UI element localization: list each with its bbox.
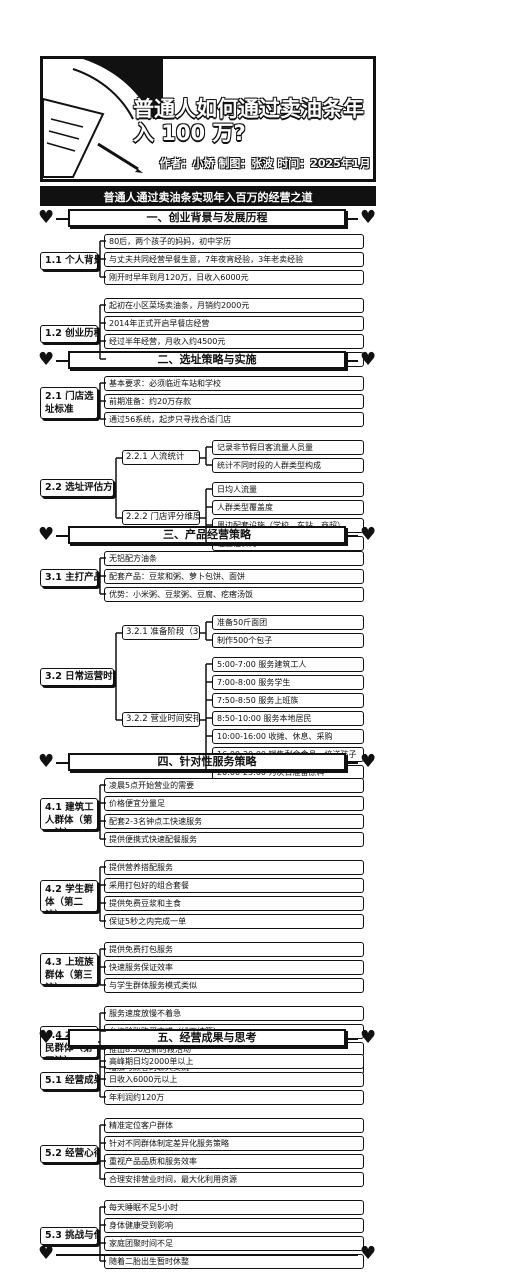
branch-node: 2.2 选址评估方法 — [40, 479, 114, 497]
branch-node: 5.2 经营心得 — [40, 1145, 98, 1163]
branch-node: 1.2 创业历程 — [40, 325, 98, 343]
leaf-item: 制作500个包子 — [212, 633, 364, 648]
subtitle-text: 普通人通过卖油条实现年入百万的经营之道 — [103, 191, 313, 204]
heart-icon: ♥ — [38, 349, 55, 370]
leaf-item: 无铝配方油条 — [104, 551, 364, 566]
footer-divider — [56, 1254, 358, 1256]
branch-node: 3.2 日常运营时间表 — [40, 667, 114, 686]
subtitle-banner: 普通人通过卖油条实现年入百万的经营之道 — [40, 186, 376, 206]
header-panel: 普通人如何通过卖油条年入 100 万? 作者：小娇 制图：张波 时间：2025年… — [40, 56, 376, 182]
leaf-item: 配套产品：豆浆和粥、萝卜包饼、面饼 — [104, 569, 364, 584]
heart-icon: ♥ — [360, 349, 377, 370]
leaf-item: 提供免费豆浆和主食 — [104, 896, 364, 911]
sub-branch-node: 2.2.2 门店评分维度 — [122, 510, 200, 525]
section-title: 五、经营成果与思考 — [68, 1029, 346, 1047]
leaf-item: 每天睡眠不足5小时 — [104, 1200, 364, 1215]
leaf-item: 高峰期日均2000单以上 — [104, 1054, 364, 1069]
heart-icon: ♥ — [38, 751, 55, 772]
leaf-item: 起初在小区菜场卖油条，月销约2000元 — [104, 298, 364, 313]
heart-icon: ♥ — [38, 207, 55, 228]
heart-icon: ♥ — [360, 1027, 377, 1048]
sub-branch-node: 3.2.2 营业时间安排 — [122, 712, 200, 727]
leaf-item: 日收入6000元以上 — [104, 1072, 364, 1087]
branch-node: 2.1 门店选址标准 — [40, 387, 98, 419]
leaf-item: 提供便携式快速配餐服务 — [104, 832, 364, 847]
leaf-item: 日均人流量 — [212, 482, 364, 497]
page-title: 普通人如何通过卖油条年入 100 万? — [133, 97, 364, 145]
author-line: 作者：小娇 制图：张波 时间：2025年1月 — [159, 157, 371, 170]
leaf-item: 基本要求：必须临近车站和学校 — [104, 376, 364, 391]
section-title: 二、选址策略与实施 — [68, 351, 346, 369]
leaf-item: 快速服务保证效率 — [104, 960, 364, 975]
leaf-item: 价格便宜分量足 — [104, 796, 364, 811]
leaf-item: 7:00-8:00 服务学生 — [212, 675, 364, 690]
leaf-item: 身体健康受到影响 — [104, 1218, 364, 1233]
leaf-item: 10:00-16:00 收摊、休息、采购 — [212, 729, 364, 744]
leaf-item: 针对不同群体制定差异化服务策略 — [104, 1136, 364, 1151]
leaf-item: 年利润约120万 — [104, 1090, 364, 1105]
leaf-item: 精准定位客户群体 — [104, 1118, 364, 1133]
branch-node: 4.1 建筑工人群体（第一波） — [40, 798, 98, 830]
leaf-item: 采用打包好的组合套餐 — [104, 878, 364, 893]
leaf-item: 8:50-10:00 服务本地居民 — [212, 711, 364, 726]
leaf-item: 统计不同时段的人群类型构成 — [212, 458, 364, 473]
leaf-item: 随着二胎出生暂时休整 — [104, 1254, 364, 1269]
leaf-item: 与丈夫共同经营早餐生意，7年夜宵经验，3年老卖经验 — [104, 252, 364, 267]
leaf-item: 经过半年经营，月收入约4500元 — [104, 334, 364, 349]
sub-branch-node: 2.2.1 人流统计 — [122, 450, 200, 465]
heart-icon: ♥ — [360, 751, 377, 772]
leaf-item: 重视产品品质和服务效率 — [104, 1154, 364, 1169]
leaf-item: 凌晨5点开始营业的需要 — [104, 778, 364, 793]
section-title: 一、创业背景与发展历程 — [68, 209, 346, 227]
leaf-item: 与学生群体服务模式类似 — [104, 978, 364, 993]
leaf-item: 提供营养搭配服务 — [104, 860, 364, 875]
section-title: 四、针对性服务策略 — [68, 753, 346, 771]
leaf-item: 5:00-7:00 服务建筑工人 — [212, 657, 364, 672]
leaf-item: 准备50斤面团 — [212, 615, 364, 630]
leaf-item: 优势：小米粥、豆浆粥、豆腐、疙瘩汤饭 — [104, 587, 364, 602]
leaf-item: 提供免费打包服务 — [104, 942, 364, 957]
branch-node: 4.2 学生群体（第二波） — [40, 880, 98, 912]
branch-node: 5.1 经营成果 — [40, 1072, 98, 1090]
heart-icon: ♥ — [360, 1243, 377, 1264]
leaf-item: 7:50-8:50 服务上班族 — [212, 693, 364, 708]
leaf-item: 80后，两个孩子的妈妈，初中学历 — [104, 234, 364, 249]
section-title: 三、产品经营策略 — [68, 526, 346, 544]
branch-node: 1.1 个人背景 — [40, 252, 98, 270]
leaf-item: 记录非节假日客流量人员量 — [212, 440, 364, 455]
leaf-item: 前期准备：约20万存款 — [104, 394, 364, 409]
leaf-item: 人群类型覆盖度 — [212, 500, 364, 515]
leaf-item: 刚开时早年到月120万，日收入6000元 — [104, 270, 364, 285]
heart-icon: ♥ — [360, 524, 377, 545]
heart-icon: ♥ — [360, 207, 377, 228]
branch-node: 5.3 挑战与代价 — [40, 1227, 98, 1245]
leaf-item: 通过56系统，起步只寻找合适门店 — [104, 412, 364, 427]
sub-branch-node: 3.2.1 准备阶段（3:30开始） — [122, 625, 200, 640]
leaf-item: 2014年正式开启早餐店经营 — [104, 316, 364, 331]
heart-icon: ♥ — [38, 1027, 55, 1048]
document-pen-illustration — [43, 59, 163, 179]
heart-icon: ♥ — [38, 1243, 55, 1264]
branch-node: 3.1 主打产品 — [40, 569, 98, 587]
leaf-item: 服务速度放慢不着急 — [104, 1006, 364, 1021]
leaf-item: 配套2-3名钟点工快速服务 — [104, 814, 364, 829]
branch-node: 4.3 上班族群体（第三波） — [40, 953, 98, 985]
leaf-item: 家庭团聚时间不足 — [104, 1236, 364, 1251]
heart-icon: ♥ — [38, 524, 55, 545]
leaf-item: 合理安排营业时间，最大化利用资源 — [104, 1172, 364, 1187]
leaf-item: 保证5秒之内完成一单 — [104, 914, 364, 929]
